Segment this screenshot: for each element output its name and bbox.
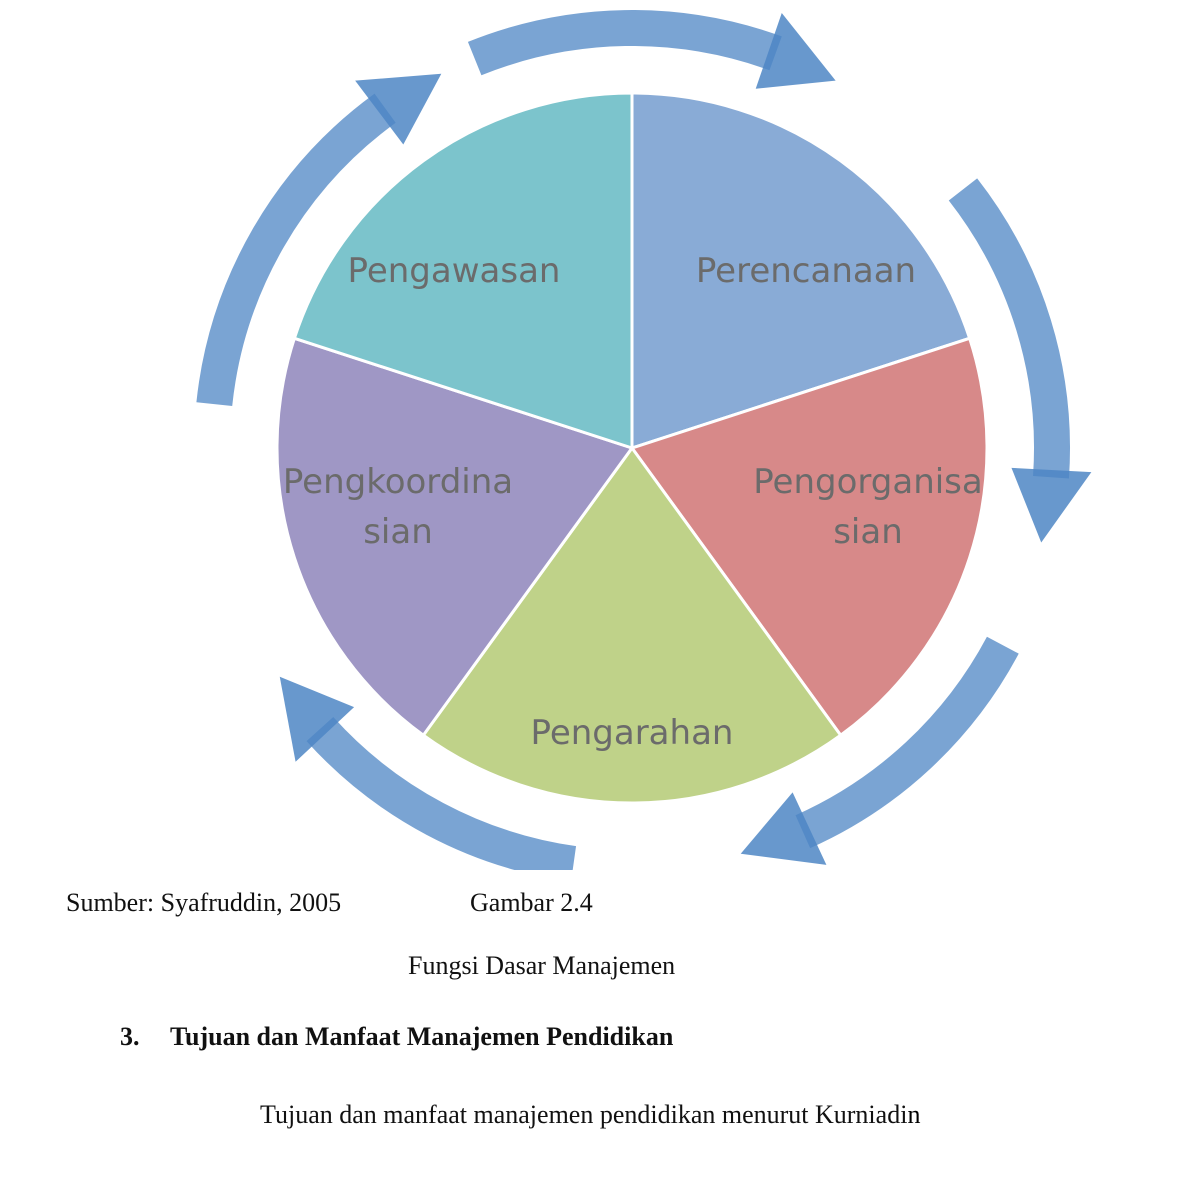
paragraph-last-char: n [907, 1100, 921, 1129]
segment-pengorganisasian [629, 336, 989, 738]
segment-label-pengarahan: Pengarahan [531, 713, 734, 753]
section-number: 3. [120, 1022, 140, 1051]
figure-number: Gambar 2.4 [470, 888, 593, 917]
paragraph-text: Tujuan dan manfaat manajemen pendidikan … [260, 1100, 908, 1129]
cycle-arrow-head [279, 676, 355, 762]
cycle-arrow-head [740, 792, 827, 865]
cycle-arrow-shaft [306, 716, 577, 870]
cycle-arrow-head [1011, 467, 1092, 543]
cycle-arrow-head [755, 13, 836, 89]
figure-title: Fungsi Dasar Manajemen [408, 951, 676, 980]
segment-pengarahan [421, 445, 843, 805]
cycle-arrow-shaft [196, 93, 396, 406]
figure-source: Sumber: Syafruddin, 2005 [66, 888, 342, 917]
cycle-arrow-shaft [948, 178, 1070, 479]
section-heading: 3. Tujuan dan Manfaat Manajemen Pendidik… [120, 1022, 673, 1052]
segment-pengkoordinasian [275, 336, 635, 738]
cycle-arrows [196, 10, 1092, 870]
segment-label-pengawasan: Pengawasan [348, 251, 561, 291]
segment-pengawasan [292, 91, 634, 451]
cycle-arrow-head [355, 73, 442, 145]
pie-segments [275, 91, 989, 805]
segment-label-perencanaan: Perencanaan [696, 251, 916, 291]
cycle-arrow-shaft [467, 10, 782, 76]
cycle-arrow-shaft [795, 636, 1019, 849]
body-paragraph: Tujuan dan manfaat manajemen pendidikan … [260, 1100, 920, 1130]
section-title: Tujuan dan Manfaat Manajemen Pendidikan [170, 1022, 674, 1051]
segment-perencanaan [630, 91, 972, 451]
